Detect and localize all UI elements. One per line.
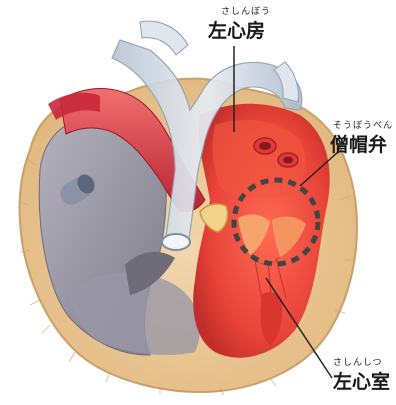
mitral-valve-label: 僧帽弁 bbox=[330, 130, 387, 157]
aortic-opening bbox=[162, 234, 190, 250]
left-atrium-label: 左心房 bbox=[208, 16, 265, 43]
left-ventricle-label: 左心室 bbox=[333, 367, 390, 394]
